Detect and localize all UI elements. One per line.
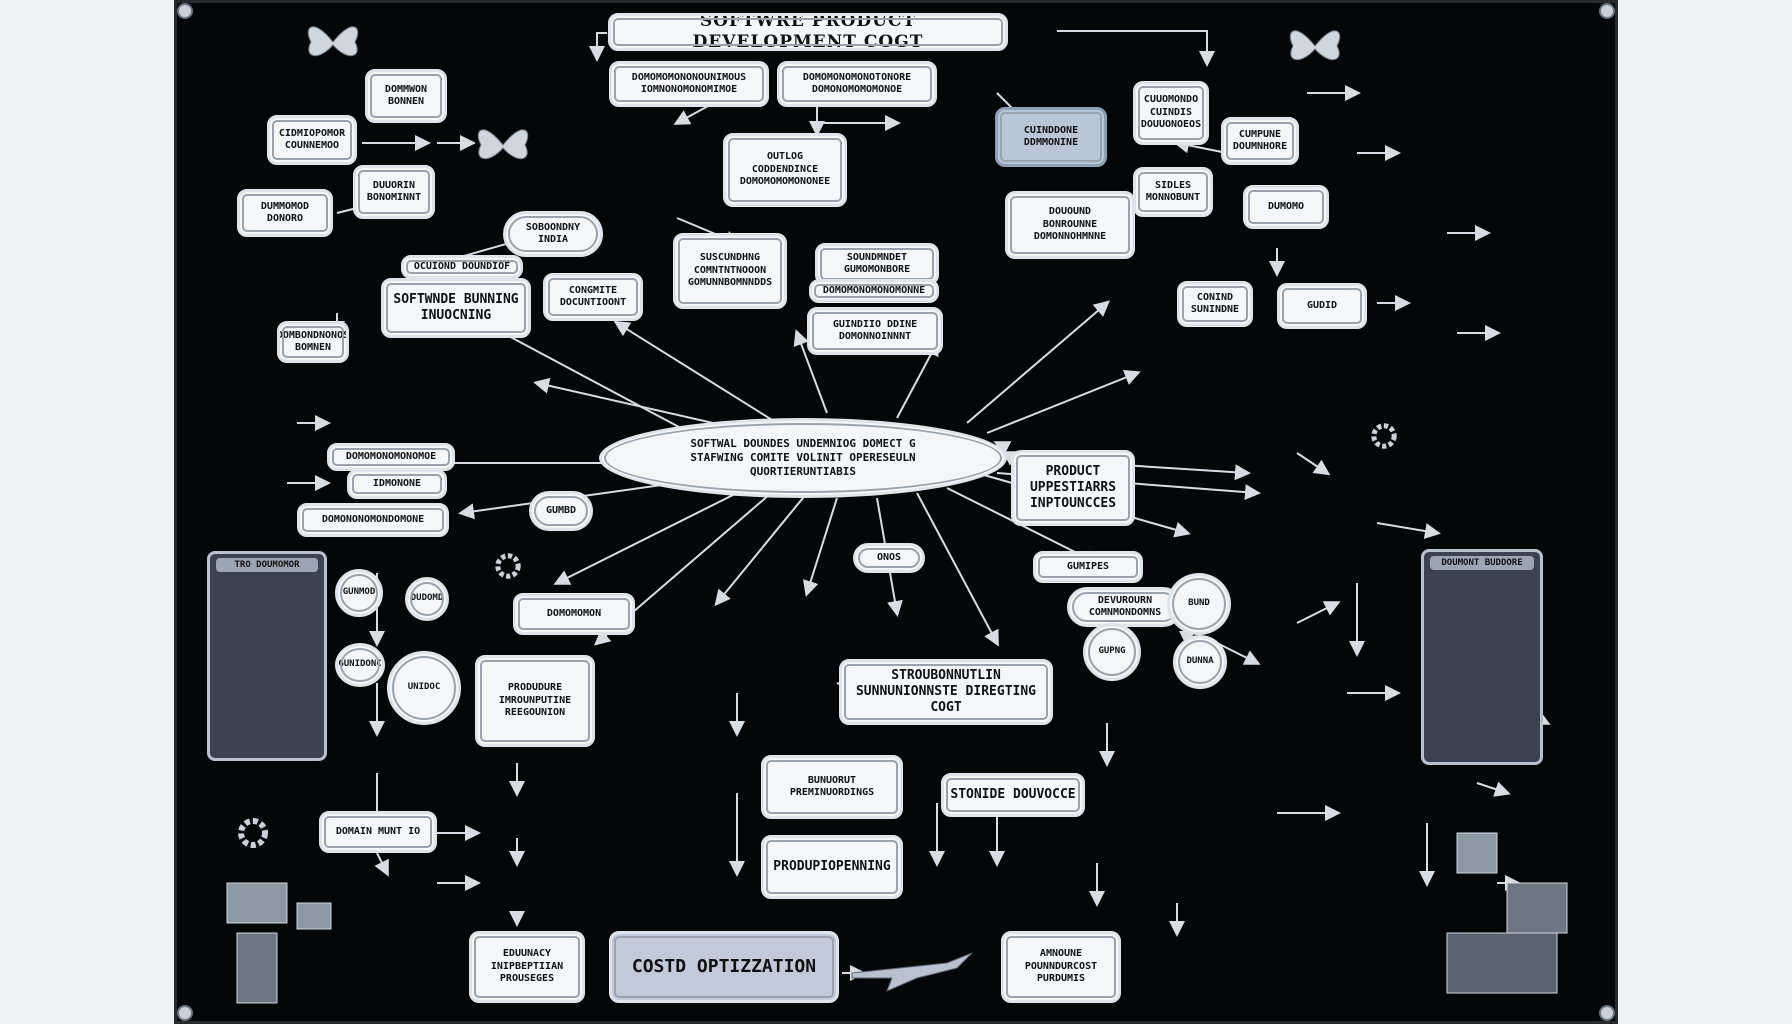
- butterfly-icon: [307, 26, 359, 56]
- label-node-w: IDMONONE: [347, 469, 447, 499]
- small-circle-node: BUND: [1167, 573, 1231, 635]
- gear-icon: [238, 818, 268, 848]
- airplane-icon: [851, 952, 973, 992]
- gear-icon: [495, 553, 521, 579]
- label-node-o: CUMPUNE DOUMNHORE: [1221, 117, 1299, 165]
- label-node-r: GUDID: [1277, 283, 1367, 329]
- label-node-s: DOMBONDNONOS BOMNEN: [277, 321, 349, 363]
- small-circle-node: GUNIDONC: [335, 643, 385, 687]
- gear-icon: [1371, 423, 1397, 449]
- butterfly-icon: [1289, 30, 1341, 60]
- label-node-m: CUUOMONDO CUINDIS DOUUONOEOS: [1133, 81, 1209, 145]
- label-node-f: OCUIOND DOUNDIOF: [401, 255, 523, 279]
- stroub-node: STROUBONNUTLIN SUNNUNIONNSTE DIREGTING C…: [839, 659, 1053, 725]
- label-node-q: DUMOMO: [1243, 185, 1329, 229]
- storige-node: STONIDE DOUVOCCE: [941, 773, 1085, 817]
- small-pill-node: GUMBD: [529, 491, 593, 531]
- label-node-y: DOMOMOMON: [513, 593, 635, 635]
- bunaint-node: BUNUORUT PREMINUORDINGS: [761, 755, 903, 819]
- product-requirements-node: PRODUCT UPPESTIARRS INPTOUNCCES: [1011, 450, 1135, 526]
- small-circle-node: UNIDOC: [387, 651, 461, 725]
- corner-pin: [1599, 3, 1615, 19]
- diagram-title: SOFTWRE PRODUCT DEVELOPMENT COGT: [608, 13, 1008, 51]
- label-node-t: DOMOMONOMONOMOE: [327, 443, 455, 471]
- label-node-n: CUINDDONE DDMMONINE: [995, 107, 1107, 167]
- right-stack-title: DOUMONT BUDDORE: [1430, 556, 1534, 570]
- butterfly-icon: [477, 129, 529, 159]
- label-node-c: CIDMIOPOMOR COUNNEMOO: [267, 115, 357, 165]
- computer-icon: [226, 882, 332, 1004]
- label-node-k: DOUOUND BONROUNNE DOMONNOHMNNE: [1005, 191, 1135, 259]
- top-sub-right-box: DOMOMONOMONOTONORE DOMONOMOMOMONOE: [777, 61, 937, 107]
- prodor-node: PRODUPIOPENNING: [761, 835, 903, 899]
- eduunacy-node: EDUUNACY INIPBEPTIIAN PROUSEGES: [469, 931, 585, 1003]
- robot-icon: [1446, 832, 1568, 994]
- label-node-v: DOMOMONOMONOMONNE: [809, 279, 939, 303]
- small-circle-node: DUDOMD: [405, 577, 449, 621]
- ruumpe-node: PRODUDURE IMROUNPUTINE REEGOUNION: [475, 655, 595, 747]
- corner-pin: [1599, 1005, 1615, 1021]
- abunce-node: AMNOUNE POUNNDURCOST PURDUMIS: [1001, 931, 1121, 1003]
- left-server-stack: TRO DOUMOMOR: [207, 551, 327, 761]
- cost-optimization-node: COSTD OPTIZZATION: [609, 931, 839, 1003]
- right-server-stack: DOUMONT BUDDORE: [1421, 549, 1543, 765]
- corner-pin: [177, 3, 193, 19]
- label-node-z: DEVUROURN COMNMONDOMNS: [1067, 587, 1183, 627]
- label-node-l: SIDLES MONNOBUNT: [1133, 167, 1213, 217]
- corner-pin: [177, 1005, 193, 1021]
- small-pill-node: ONOS: [853, 543, 925, 573]
- small-circle-node: GUNMOD: [335, 569, 383, 617]
- label-node-e: SOBOONDNY INDIA: [503, 211, 603, 257]
- domain-mut-node: DOMAIN MUNT IO: [319, 811, 437, 853]
- label-node-b: DUUORIN BONOMINNT: [353, 165, 435, 219]
- label-node-h: SUSCUNDHNG COMNTNTNOOON GOMUNNBOMNNDDS: [673, 233, 787, 309]
- label-node-j: GUINDIIO DDINE DOMONNOINNNT: [807, 307, 943, 355]
- label-node-p: CONIND SUNINDNE: [1177, 281, 1253, 327]
- top-sub-left-box: DOMOMOMONONOUNIMOUS IOMNONOMONOMIMOE: [609, 61, 769, 107]
- central-topic-node: SOFTWAL DOUNDES UNDEMNIOG DOMECT G STAFW…: [599, 418, 1007, 498]
- label-node-g: CONGMITE DOCUNTIOONT: [543, 273, 643, 321]
- label-node-u: DOMONONOMONDOMONE: [297, 503, 449, 537]
- label-node-x: GUMIPES: [1033, 551, 1143, 583]
- mind-map-board: SOFTWRE PRODUCT DEVELOPMENT COGT DOMOMOM…: [174, 0, 1618, 1024]
- left-stack-title: TRO DOUMOMOR: [216, 558, 318, 572]
- label-node-d: DUMMOMOD DONORO: [237, 189, 333, 237]
- software-bunning-node: SOFTWNDE BUNNING INUOCNING: [381, 278, 531, 338]
- outline-node: OUTLOG CODDENDINCE DOMOMOMOMONONEE: [723, 133, 847, 207]
- label-node-a: DOMMWON BONNEN: [365, 69, 447, 123]
- small-circle-node: GUPNG: [1083, 623, 1141, 681]
- small-circle-node: DUNNA: [1173, 635, 1227, 689]
